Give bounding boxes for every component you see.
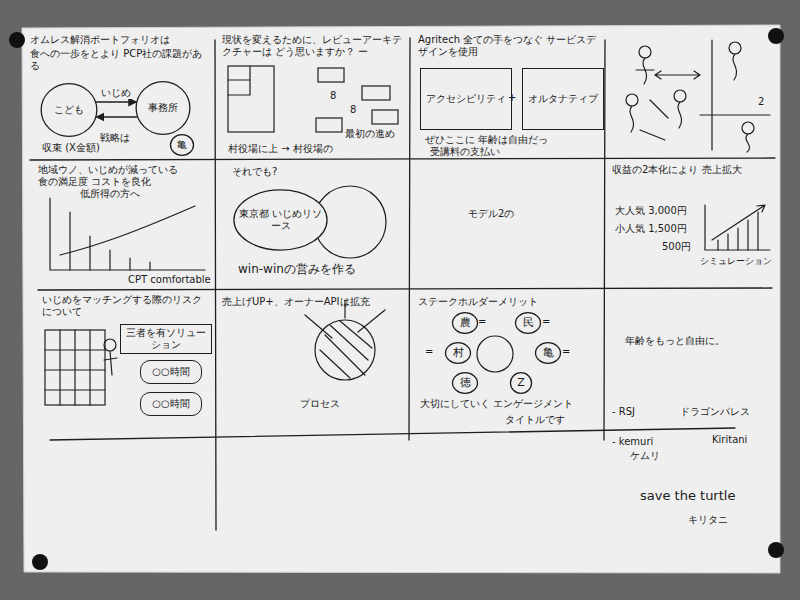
handwritten-note: 現状を変えるために、レビューアーキテクチャーは どう思いますか？ ー bbox=[222, 34, 407, 58]
node-text: 村 bbox=[450, 347, 467, 359]
node-text: 三者を有ソリューション bbox=[121, 327, 211, 351]
handwritten-note: 8 bbox=[350, 104, 364, 116]
circle-outline bbox=[510, 373, 531, 394]
handwritten-note: シミュレーション bbox=[700, 256, 778, 267]
circle-node: Z bbox=[510, 372, 532, 394]
circle-node: 村 bbox=[445, 342, 471, 364]
node-text: 東京都 いじめリソース bbox=[232, 208, 329, 232]
bubble-box: ○○時間 bbox=[140, 392, 202, 416]
node-text: ○○時間 bbox=[149, 366, 192, 378]
circle-node: 亀 bbox=[535, 342, 561, 364]
circle-outline bbox=[446, 343, 471, 364]
circle-node: 事務所 bbox=[135, 80, 191, 136]
handwritten-note: = bbox=[542, 316, 554, 328]
handwritten-note: オムレス解消ポートフォリオは bbox=[30, 34, 210, 46]
circle-node: 農 bbox=[452, 312, 478, 334]
handwritten-note: 2 bbox=[758, 96, 772, 108]
handwritten-note: タイトルです bbox=[505, 414, 585, 426]
node-text: 徳 bbox=[457, 377, 474, 389]
handwritten-note: 500円 bbox=[662, 241, 702, 253]
handwritten-note: プロセス bbox=[300, 398, 362, 410]
handwritten-note: = bbox=[425, 346, 437, 358]
node-text: 農 bbox=[457, 317, 474, 329]
circle-node: 東京都 いじめリソース bbox=[232, 188, 329, 252]
handwritten-note: 大人気 3,000円 bbox=[615, 205, 700, 217]
handwritten-note: 受講料の支払い bbox=[430, 146, 550, 158]
circle-node: 民 bbox=[515, 312, 541, 334]
handwritten-note: 売上げUP+、オーナーAPIは拡充 bbox=[222, 296, 407, 308]
circle-node: 亀 bbox=[170, 134, 194, 156]
handwritten-note: モデル2の bbox=[468, 208, 548, 220]
push-pins bbox=[9, 28, 784, 570]
handwritten-note: Agritech 全ての手をつなぐ サービスデザインを使用 bbox=[418, 34, 600, 58]
node-text: 事務所 bbox=[145, 102, 181, 114]
handwritten-note: 年齢をもっと自由に。 bbox=[625, 335, 775, 347]
handwritten-note: = bbox=[562, 346, 574, 358]
handwritten-note: win-winの営みを作る bbox=[238, 262, 403, 276]
sketch-box: 三者を有ソリューション bbox=[120, 324, 212, 354]
handwritten-note: 収益の2本化により 売上拡大 bbox=[612, 164, 777, 176]
grid-lines bbox=[30, 38, 775, 530]
circle-node: 徳 bbox=[452, 372, 478, 394]
sketch-box: オルタナティブ bbox=[522, 68, 604, 130]
bubble-box: ○○時間 bbox=[140, 360, 202, 384]
handwritten-note: 地域ウノ、いじめが減っている bbox=[38, 164, 210, 176]
handwritten-note: 8 bbox=[330, 90, 344, 102]
node-text: オルタナティブ bbox=[525, 93, 601, 105]
handwritten-note: ケムリ bbox=[630, 450, 680, 462]
node-text: 亀 bbox=[174, 139, 190, 151]
circle-outline bbox=[536, 343, 561, 364]
paper-sheet bbox=[22, 25, 780, 573]
handwritten-note: CPT comfortable bbox=[128, 274, 213, 286]
circle-outline bbox=[170, 135, 193, 156]
handwritten-note: 戦略は bbox=[100, 132, 150, 144]
arrow-connector bbox=[96, 101, 137, 102]
arrow-connector bbox=[96, 116, 137, 117]
node-text: アクセシビリティ bbox=[423, 93, 509, 105]
handwritten-note: - RSJ bbox=[612, 406, 662, 418]
node-text: こども bbox=[51, 104, 87, 116]
handwritten-note: 大切にしていく エンゲージメント bbox=[420, 398, 602, 410]
handwritten-note: ドラゴンパレス bbox=[680, 406, 770, 418]
handwritten-note: 収束 (X金額) bbox=[42, 142, 132, 154]
handwritten-note: Kiritani bbox=[712, 434, 774, 446]
handwritten-note: 村役場に上 → 村役場の bbox=[228, 143, 398, 155]
circle-node: こども bbox=[40, 82, 98, 138]
edge-label: いじめ bbox=[100, 87, 132, 99]
handwritten-note: いじめをマッチングする際のリスクについて bbox=[42, 294, 210, 318]
sketch-box: アクセシビリティ bbox=[420, 68, 512, 130]
handwritten-note: 低所得の方へ bbox=[80, 188, 190, 200]
panel-sketches bbox=[45, 40, 770, 405]
circle-outline bbox=[516, 313, 541, 334]
handwritten-note: ステークホルダーメリット bbox=[418, 296, 600, 308]
handwritten-note: + bbox=[508, 92, 522, 104]
circle-outline bbox=[453, 313, 478, 334]
handwritten-note: それでも? bbox=[232, 166, 312, 178]
node-text: 民 bbox=[520, 317, 537, 329]
handwritten-note: 最初の進め bbox=[345, 128, 407, 140]
node-text: ○○時間 bbox=[149, 398, 192, 410]
handwritten-note: 小人気 1,500円 bbox=[615, 223, 700, 235]
handwritten-note: キリタニ bbox=[688, 514, 750, 526]
handwritten-note: 食への一歩をとより PCP社の課題がある bbox=[30, 48, 210, 72]
handwritten-note: = bbox=[478, 316, 490, 328]
node-text: Z bbox=[514, 377, 528, 389]
circle-outline bbox=[41, 84, 97, 137]
circle-outline bbox=[453, 373, 478, 394]
handwritten-note: save the turtle bbox=[640, 488, 775, 504]
handwritten-note: - kemuri bbox=[612, 436, 674, 448]
handwritten-note: ぜひここに 年齢は自由だっ bbox=[425, 134, 600, 146]
node-text: 亀 bbox=[540, 347, 557, 359]
handwritten-note: 食の満足度 コストを良化 bbox=[38, 176, 210, 188]
circle-outline bbox=[136, 82, 190, 135]
